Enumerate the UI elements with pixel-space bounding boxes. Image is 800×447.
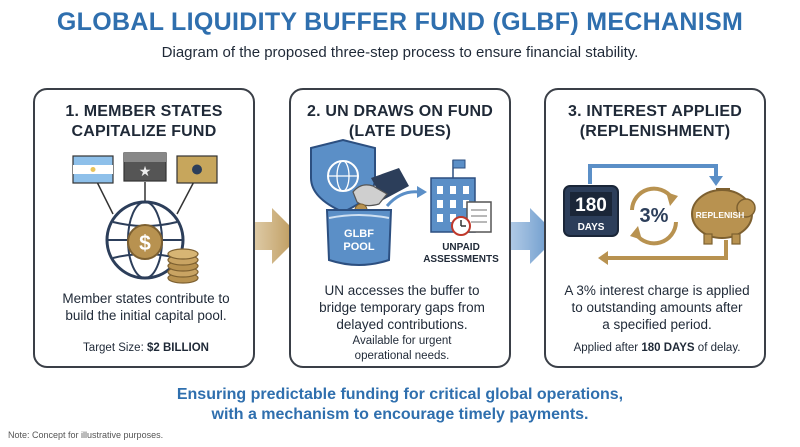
footer-tagline: Ensuring predictable funding for critica… <box>176 386 624 423</box>
unpaid-label-1: UNPAID <box>442 242 480 253</box>
step-1-note: Target Size: $2 BILLION <box>83 342 209 354</box>
dollar-coin-icon: $ <box>127 224 163 260</box>
step-3-description: A 3% interest charge is applied to outst… <box>564 283 750 332</box>
document-icon <box>466 201 492 233</box>
replenish-label: REPLENISH <box>696 210 745 220</box>
step-2-title: 2. UN DRAWS ON FUND (LATE DUES) <box>306 103 494 140</box>
pool-icon: GLBF POOL <box>325 209 393 266</box>
footnote: Note: Concept for illustrative purposes. <box>8 430 164 440</box>
step-1-title: 1. MEMBER STATES CAPITALIZE FUND <box>65 103 223 140</box>
page-title: GLOBAL LIQUIDITY BUFFER FUND (GLBF) MECH… <box>56 8 744 36</box>
pool-label-2: POOL <box>343 241 374 253</box>
piggy-bank-icon: REPLENISH <box>691 188 756 245</box>
flag-icon <box>72 155 114 215</box>
hand-coin-icon <box>352 168 409 217</box>
days-label: DAYS <box>578 222 605 233</box>
flag-icon: ★ <box>123 152 167 214</box>
pool-label-1: GLBF <box>344 228 374 240</box>
svg-text:★: ★ <box>139 163 152 179</box>
unpaid-label-2: ASSESSMENTS <box>423 254 499 265</box>
days-number: 180 <box>575 195 607 216</box>
coin-stack-icon <box>167 248 199 284</box>
interest-rate: 3% <box>640 205 669 227</box>
clock-icon <box>451 216 471 236</box>
page-subtitle: Diagram of the proposed three-step proce… <box>161 44 639 61</box>
cycle-arrows-icon <box>588 164 728 265</box>
flag-icon <box>176 155 218 215</box>
days-timer-icon: 180 DAYS <box>563 185 619 237</box>
step-3-title: 3. INTEREST APPLIED (REPLENISHMENT) <box>568 103 742 140</box>
step-3-note: Applied after 180 DAYS of delay. <box>573 342 741 354</box>
step-3-panel: 3. INTEREST APPLIED (REPLENISHMENT) 180 … <box>544 88 766 368</box>
step-1-panel: 1. MEMBER STATES CAPITALIZE FUND ★ <box>33 88 255 368</box>
step-1-description: Member states contribute to build the in… <box>62 291 230 323</box>
step-2-description: UN accesses the buffer to bridge tempora… <box>319 283 485 332</box>
step-2-note: Available for urgent operational needs. <box>352 335 452 362</box>
step-2-panel: 2. UN DRAWS ON FUND (LATE DUES) GLBF POO… <box>289 88 511 368</box>
svg-text:$: $ <box>139 232 151 255</box>
